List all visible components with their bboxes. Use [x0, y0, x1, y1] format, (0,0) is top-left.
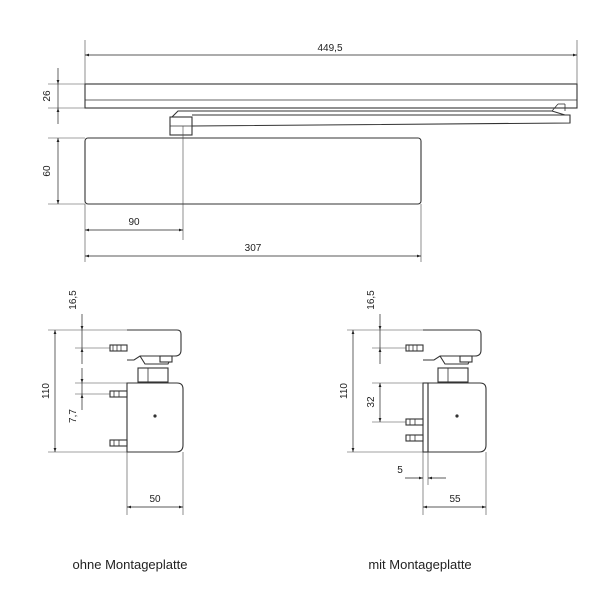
dim-plate-with-plate: 5	[397, 465, 403, 476]
dim-body-height: 60	[42, 165, 53, 177]
dim-rail-height: 26	[42, 90, 53, 102]
top-view: 449,5 26 60 90 307	[42, 40, 578, 262]
dim-top-gap-with-plate: 16,5	[366, 290, 377, 310]
arm	[169, 103, 571, 136]
dim-hole-spacing-with-plate: 32	[366, 396, 377, 408]
dim-overall-length: 449,5	[317, 43, 342, 54]
side-view-with-plate: 16,5 110 32 5 55 mit Montageplatte	[339, 290, 487, 572]
side-view-without-plate: 16,5 110 7,7 50 ohne Montageplatte	[41, 290, 187, 572]
dim-body-length: 307	[245, 243, 262, 254]
dim-top-gap-without-plate: 16,5	[68, 290, 79, 310]
dim-small-without-plate: 7,7	[68, 409, 79, 423]
mounting-plate	[422, 382, 429, 453]
caption-with-plate: mit Montageplatte	[368, 557, 471, 572]
dim-width-with-plate: 55	[449, 494, 461, 505]
dim-width-without-plate: 50	[149, 494, 161, 505]
slide-rail	[84, 83, 578, 109]
dim-arm-offset: 90	[128, 217, 140, 228]
dim-height-with-plate: 110	[339, 383, 350, 399]
caption-without-plate: ohne Montageplatte	[73, 557, 188, 572]
closer-body	[84, 137, 422, 205]
dim-height-without-plate: 110	[41, 383, 52, 399]
